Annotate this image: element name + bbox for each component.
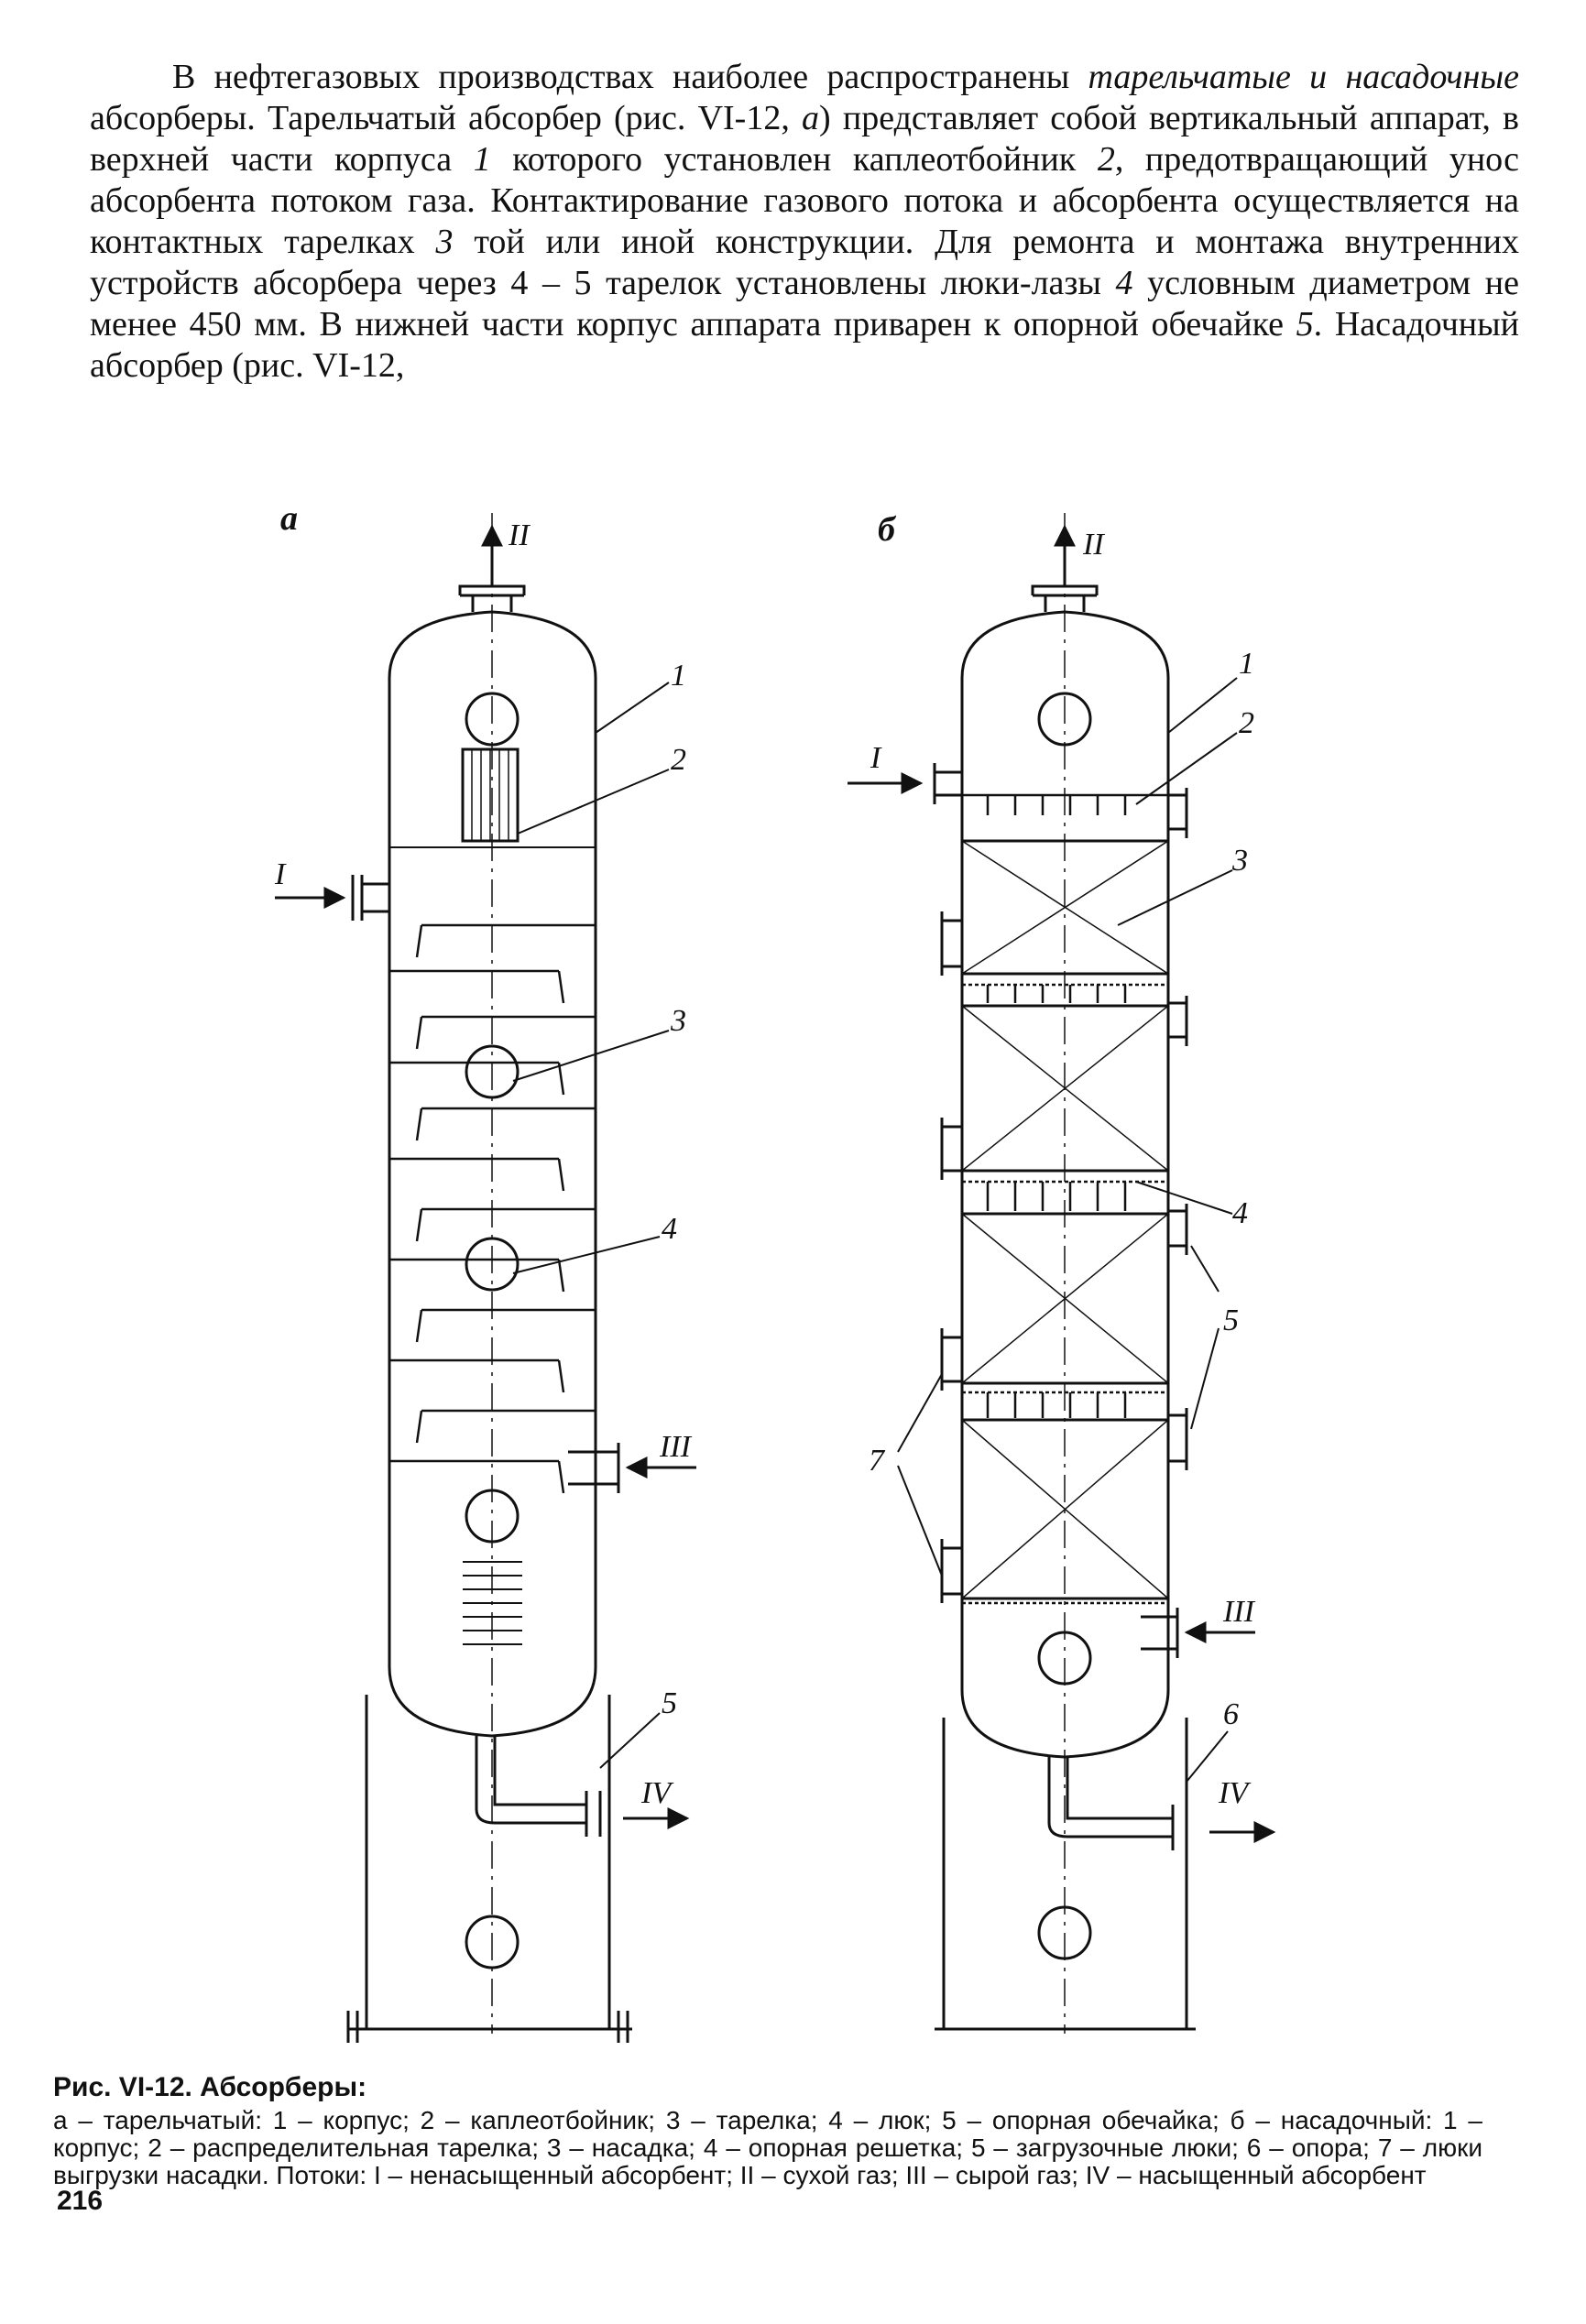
stream-label-III-b: III <box>1222 1595 1256 1629</box>
unload-hatch-b-3 <box>940 1328 962 1391</box>
fig-tag-b: б <box>878 510 897 549</box>
text-run: , предотвращающий унос абсорбента потоко… <box>90 140 1519 261</box>
page-number: 216 <box>57 2186 104 2216</box>
manhole-a-skirt <box>465 1915 520 1969</box>
hatch-b-1 <box>1168 788 1188 838</box>
column-b <box>848 513 1276 2034</box>
text-run-italic: 1 <box>473 140 491 179</box>
text-run-italic: 3 <box>435 223 454 261</box>
unload-hatch-b-4 <box>940 1539 962 1603</box>
text-run: которого установлен каплеотбойник <box>490 140 1098 179</box>
figure-caption: Рис. VI-12. Абсорберы: а – тарельчатый: … <box>53 2072 1482 2189</box>
stream-label-I-b: I <box>870 741 882 775</box>
top-nozzle-b <box>1031 584 1099 612</box>
stream-label-III-a: III <box>659 1430 693 1464</box>
text-run: той или иной конструкции. Для ремонта и … <box>90 223 1520 302</box>
callout-a-4: 4 <box>662 1212 677 1246</box>
callout-b-3: 3 <box>1231 844 1248 878</box>
callout-a-1: 1 <box>671 659 686 693</box>
raw-gas-nozzle-b <box>1141 1608 1179 1658</box>
outlet-pipe-a <box>475 1736 586 1825</box>
unload-hatch-b-1 <box>940 911 962 976</box>
text-run-italic: тарельчатые и насадочные <box>1088 58 1520 96</box>
outlet-pipe-b <box>1047 1757 1173 1838</box>
hatch-b-2 <box>1168 996 1188 1046</box>
text-run-italic: 5 <box>1296 305 1314 344</box>
inlet-nozzle-a <box>351 875 389 921</box>
trays-a <box>389 923 596 1494</box>
paragraph: В нефтегазовых производствах наиболее ра… <box>90 57 1519 387</box>
stream-label-I-a: I <box>274 857 287 891</box>
hatch-b-4 <box>1168 1408 1188 1470</box>
text-run: условным диаметром не менее 450 мм. В ни… <box>90 264 1519 344</box>
shell-a <box>388 678 597 1667</box>
column-a <box>275 513 696 2043</box>
callout-b-4: 4 <box>1232 1196 1248 1230</box>
manhole-b-top <box>1037 692 1092 747</box>
manhole-a-lower <box>465 1237 520 1292</box>
manhole-a-bottom <box>465 1489 520 1544</box>
text-run: В нефтегазовых производствах наиболее ра… <box>172 58 1088 96</box>
stream-label-II-b: II <box>1082 528 1105 562</box>
caption-text: а – тарельчатый: 1 – корпус; 2 – каплеот… <box>53 2106 1482 2189</box>
callout-a-5: 5 <box>662 1686 677 1720</box>
callout-b-7: 7 <box>869 1444 886 1478</box>
manhole-a-top <box>465 692 520 747</box>
text-run: ) представляет собой вертикальный аппара… <box>90 99 1519 179</box>
distributors-b <box>962 793 1168 1605</box>
stream-label-IV-a: IV <box>640 1776 674 1810</box>
inlet-nozzle-b <box>933 763 962 804</box>
callout-b-6: 6 <box>1223 1697 1239 1731</box>
skirt-b <box>935 1718 1196 2031</box>
packing-beds-b <box>960 839 1170 1600</box>
manhole-a-mid <box>465 1044 520 1099</box>
body-paragraph: В нефтегазовых производствах наиболее ра… <box>90 57 1519 387</box>
bottom-head-a <box>388 1666 597 1738</box>
text-run-italic: 4 <box>1115 264 1133 302</box>
hatch-b-3 <box>1168 1204 1188 1255</box>
caption-title: Рис. VI-12. Абсорберы: <box>53 2072 367 2102</box>
text-run: абсорберы. Тарельчатый абсорбер (рис. VI… <box>90 99 803 137</box>
stream-label-II-a: II <box>508 518 530 552</box>
callout-a-2: 2 <box>671 743 686 777</box>
stream-label-IV-b: IV <box>1218 1776 1252 1810</box>
skirt-a <box>348 1695 632 2031</box>
text-run-italic: 2 <box>1097 140 1115 179</box>
callout-b-5: 5 <box>1223 1304 1239 1337</box>
callout-a-3: 3 <box>670 1004 686 1038</box>
raw-gas-nozzle-a <box>568 1443 620 1493</box>
fig-tag-a: а <box>280 499 298 538</box>
top-nozzle-a <box>458 584 526 612</box>
manhole-b-bottom <box>1037 1631 1092 1686</box>
text-run-italic: а <box>802 99 820 137</box>
manhole-b-skirt <box>1037 1905 1092 1960</box>
unload-hatch-b-2 <box>940 1118 962 1180</box>
callout-b-1: 1 <box>1239 647 1254 681</box>
text-run: . Насадочный абсорбер (рис. VI-12, <box>90 305 1520 385</box>
callout-b-2: 2 <box>1239 706 1254 740</box>
